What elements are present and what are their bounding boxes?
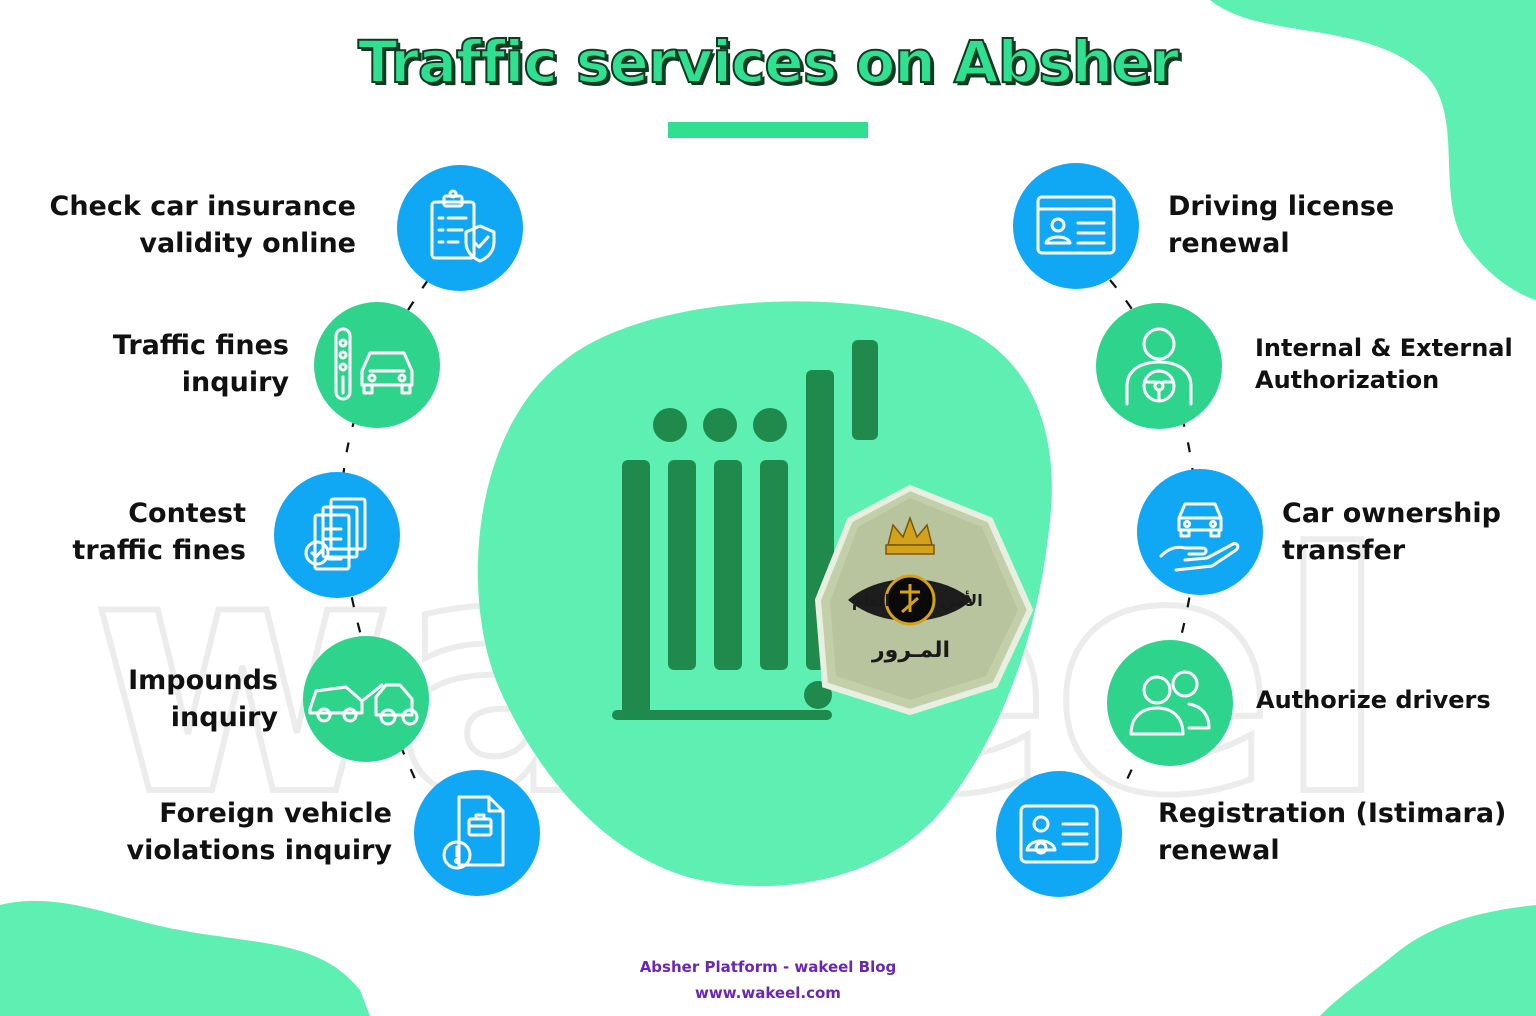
service-circle-contest-fines[interactable] bbox=[274, 472, 400, 598]
service-label-insurance: Check car insurance validity online bbox=[49, 191, 357, 259]
driver-steering-icon bbox=[1125, 327, 1193, 406]
emblem-text-left: الأمن bbox=[941, 591, 983, 610]
service-label-registration: Registration (Istimara) renewal bbox=[1158, 798, 1507, 866]
service-label-ownership-transfer: Car ownership transfer bbox=[1282, 498, 1501, 566]
car-hand-icon bbox=[1159, 502, 1240, 572]
absher-logo bbox=[612, 340, 878, 720]
service-label-contest-fines: Contest traffic fines bbox=[72, 498, 246, 566]
bottom-right-blob bbox=[1320, 905, 1536, 1016]
service-circle-foreign-vehicle[interactable] bbox=[414, 770, 540, 896]
title-underline bbox=[668, 122, 868, 138]
document-alert-icon bbox=[442, 795, 505, 870]
service-label-impounds: Impounds inquiry bbox=[128, 665, 278, 733]
service-circle-driving-license[interactable] bbox=[1013, 163, 1139, 289]
footer-blog-name: Absher Platform - wakeel Blog bbox=[639, 958, 897, 976]
service-circle-impounds[interactable] bbox=[303, 636, 429, 762]
service-label-authorization: Internal & External Authorization bbox=[1255, 334, 1513, 394]
documents-check-icon bbox=[304, 497, 367, 571]
registration-card-icon bbox=[1019, 804, 1099, 864]
service-circle-ownership-transfer[interactable] bbox=[1137, 469, 1263, 595]
clipboard-shield-icon bbox=[430, 189, 496, 263]
service-circle-authorization[interactable] bbox=[1096, 303, 1222, 429]
users-icon bbox=[1129, 670, 1211, 736]
traffic-police-emblem bbox=[814, 484, 1034, 716]
service-circle-insurance[interactable] bbox=[397, 165, 523, 291]
car-traffic-light-icon bbox=[334, 327, 414, 401]
service-circle-traffic-fines[interactable] bbox=[314, 302, 440, 428]
top-right-blob bbox=[1210, 0, 1536, 300]
page-title: Traffic services on Absher bbox=[357, 27, 1180, 97]
service-circle-registration[interactable] bbox=[996, 771, 1122, 897]
bottom-left-blob bbox=[0, 900, 370, 1016]
emblem-text-right: العام bbox=[852, 591, 891, 610]
service-label-authorize-drivers: Authorize drivers bbox=[1256, 686, 1491, 714]
service-label-driving-license: Driving license renewal bbox=[1168, 191, 1395, 259]
footer-website[interactable]: www.wakeel.com bbox=[695, 984, 841, 1002]
service-label-foreign-vehicle: Foreign vehicle violations inquiry bbox=[126, 798, 392, 866]
id-card-icon bbox=[1036, 195, 1116, 255]
emblem-text-bottom: المـرور bbox=[872, 638, 951, 663]
service-circle-authorize-drivers[interactable] bbox=[1107, 640, 1233, 766]
tow-truck-icon bbox=[308, 683, 419, 726]
service-label-traffic-fines: Traffic fines inquiry bbox=[112, 330, 289, 398]
